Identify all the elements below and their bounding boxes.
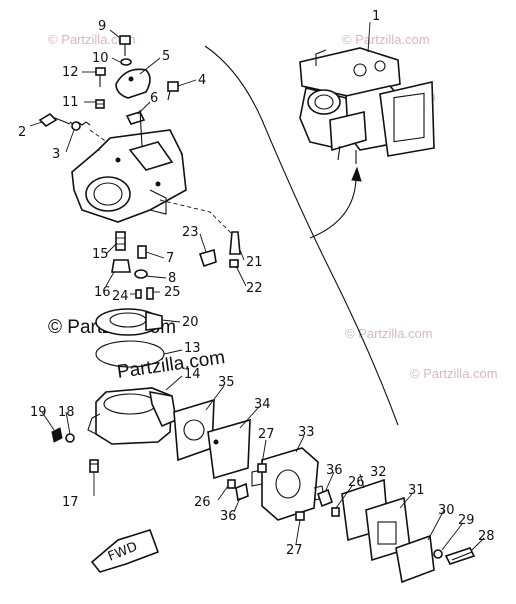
screw-2 (38, 112, 71, 128)
jet-8 (134, 269, 148, 279)
pin-25 (146, 287, 154, 300)
screw-28 (444, 547, 476, 565)
callout-28: 28 (478, 529, 495, 544)
cover-5 (115, 68, 151, 99)
seat-22 (229, 259, 239, 268)
callout-23: 23 (182, 225, 199, 240)
gasket-35 (173, 398, 215, 462)
callout-34: 34 (254, 397, 271, 412)
watermark-top-right: © Partzilla.com (342, 32, 430, 47)
carburetor-body (71, 109, 187, 223)
callout-5: 5 (162, 49, 170, 64)
leader-lines (29, 21, 485, 551)
callout-35: 35 (218, 375, 235, 390)
needle-23 (198, 248, 217, 268)
spring-3 (69, 121, 91, 131)
plug-6 (125, 111, 146, 125)
cover-plate-30 (395, 534, 435, 584)
callout-18: 18 (58, 405, 75, 420)
callout-36a: 36 (326, 463, 343, 478)
callout-11: 11 (62, 95, 79, 110)
callout-31: 31 (408, 483, 425, 498)
callout-1: 1 (372, 9, 380, 24)
callout-25: 25 (164, 285, 181, 300)
callout-24: 24 (112, 289, 129, 304)
screw-9 (119, 35, 131, 56)
callout-7: 7 (166, 251, 174, 266)
callout-27a: 27 (258, 427, 275, 442)
needle-valve-21 (229, 231, 241, 255)
callout-3: 3 (52, 147, 60, 162)
screw-19 (51, 427, 63, 443)
washer-29 (433, 549, 443, 559)
watermark-right-low-2: © Partzilla.com (410, 366, 498, 381)
callout-4: 4 (198, 73, 206, 88)
callout-27b: 27 (286, 543, 303, 558)
screw-4 (167, 81, 179, 101)
washer-16 (111, 259, 131, 273)
valve-36a (235, 482, 249, 502)
diaphragm-34 (207, 418, 251, 480)
leader-body-dash (159, 199, 237, 239)
callout-12: 12 (62, 65, 79, 80)
valve-26b (331, 507, 340, 517)
fwd-direction-arrow: FWD (90, 529, 160, 573)
float-bowl-14 (87, 387, 177, 445)
callout-14: 14 (184, 367, 201, 382)
pump-body-33 (251, 447, 325, 521)
callout-32: 32 (370, 465, 387, 480)
valve-36b (317, 488, 333, 508)
callout-21: 21 (246, 255, 263, 270)
callout-9: 9 (98, 19, 106, 34)
washer-11 (95, 99, 105, 109)
callout-8: 8 (168, 271, 176, 286)
callout-33: 33 (298, 425, 315, 440)
assembly-bracket-arc (204, 45, 399, 426)
callout-15: 15 (92, 247, 109, 262)
callout-22: 22 (246, 281, 263, 296)
valve-26a (227, 479, 236, 489)
callout-20: 20 (182, 315, 199, 330)
callout-26b: 26 (348, 475, 365, 490)
jet-15 (115, 231, 126, 251)
screw-12 (95, 67, 106, 87)
callout-36b: 36 (220, 509, 237, 524)
drain-screw-17 (89, 459, 99, 473)
callout-30: 30 (438, 503, 455, 518)
carburetor-assembly (299, 47, 435, 164)
assembly-arrow-head (351, 166, 362, 182)
callout-labels: 1 2 3 4 5 6 7 8 9 10 11 12 13 14 15 16 1… (18, 9, 495, 558)
callout-6: 6 (150, 91, 158, 106)
callout-13: 13 (184, 341, 201, 356)
callout-10: 10 (92, 51, 109, 66)
watermark-right-low: © Partzilla.com (345, 326, 433, 341)
callout-29: 29 (458, 513, 475, 528)
callout-26a: 26 (194, 495, 211, 510)
clip-24 (135, 289, 142, 299)
jet-7 (137, 245, 147, 259)
washer-10 (120, 58, 132, 66)
callout-2: 2 (18, 125, 26, 140)
check-valve-27a (257, 463, 267, 473)
callout-16: 16 (94, 285, 111, 300)
callout-19: 19 (30, 405, 47, 420)
float-20 (95, 308, 163, 336)
assembly-arrow (309, 177, 357, 239)
callout-17: 17 (62, 495, 79, 510)
watermark-top-left: © Partzilla.com (48, 32, 136, 47)
screw-18 (65, 433, 75, 443)
check-valve-27b (295, 511, 305, 521)
